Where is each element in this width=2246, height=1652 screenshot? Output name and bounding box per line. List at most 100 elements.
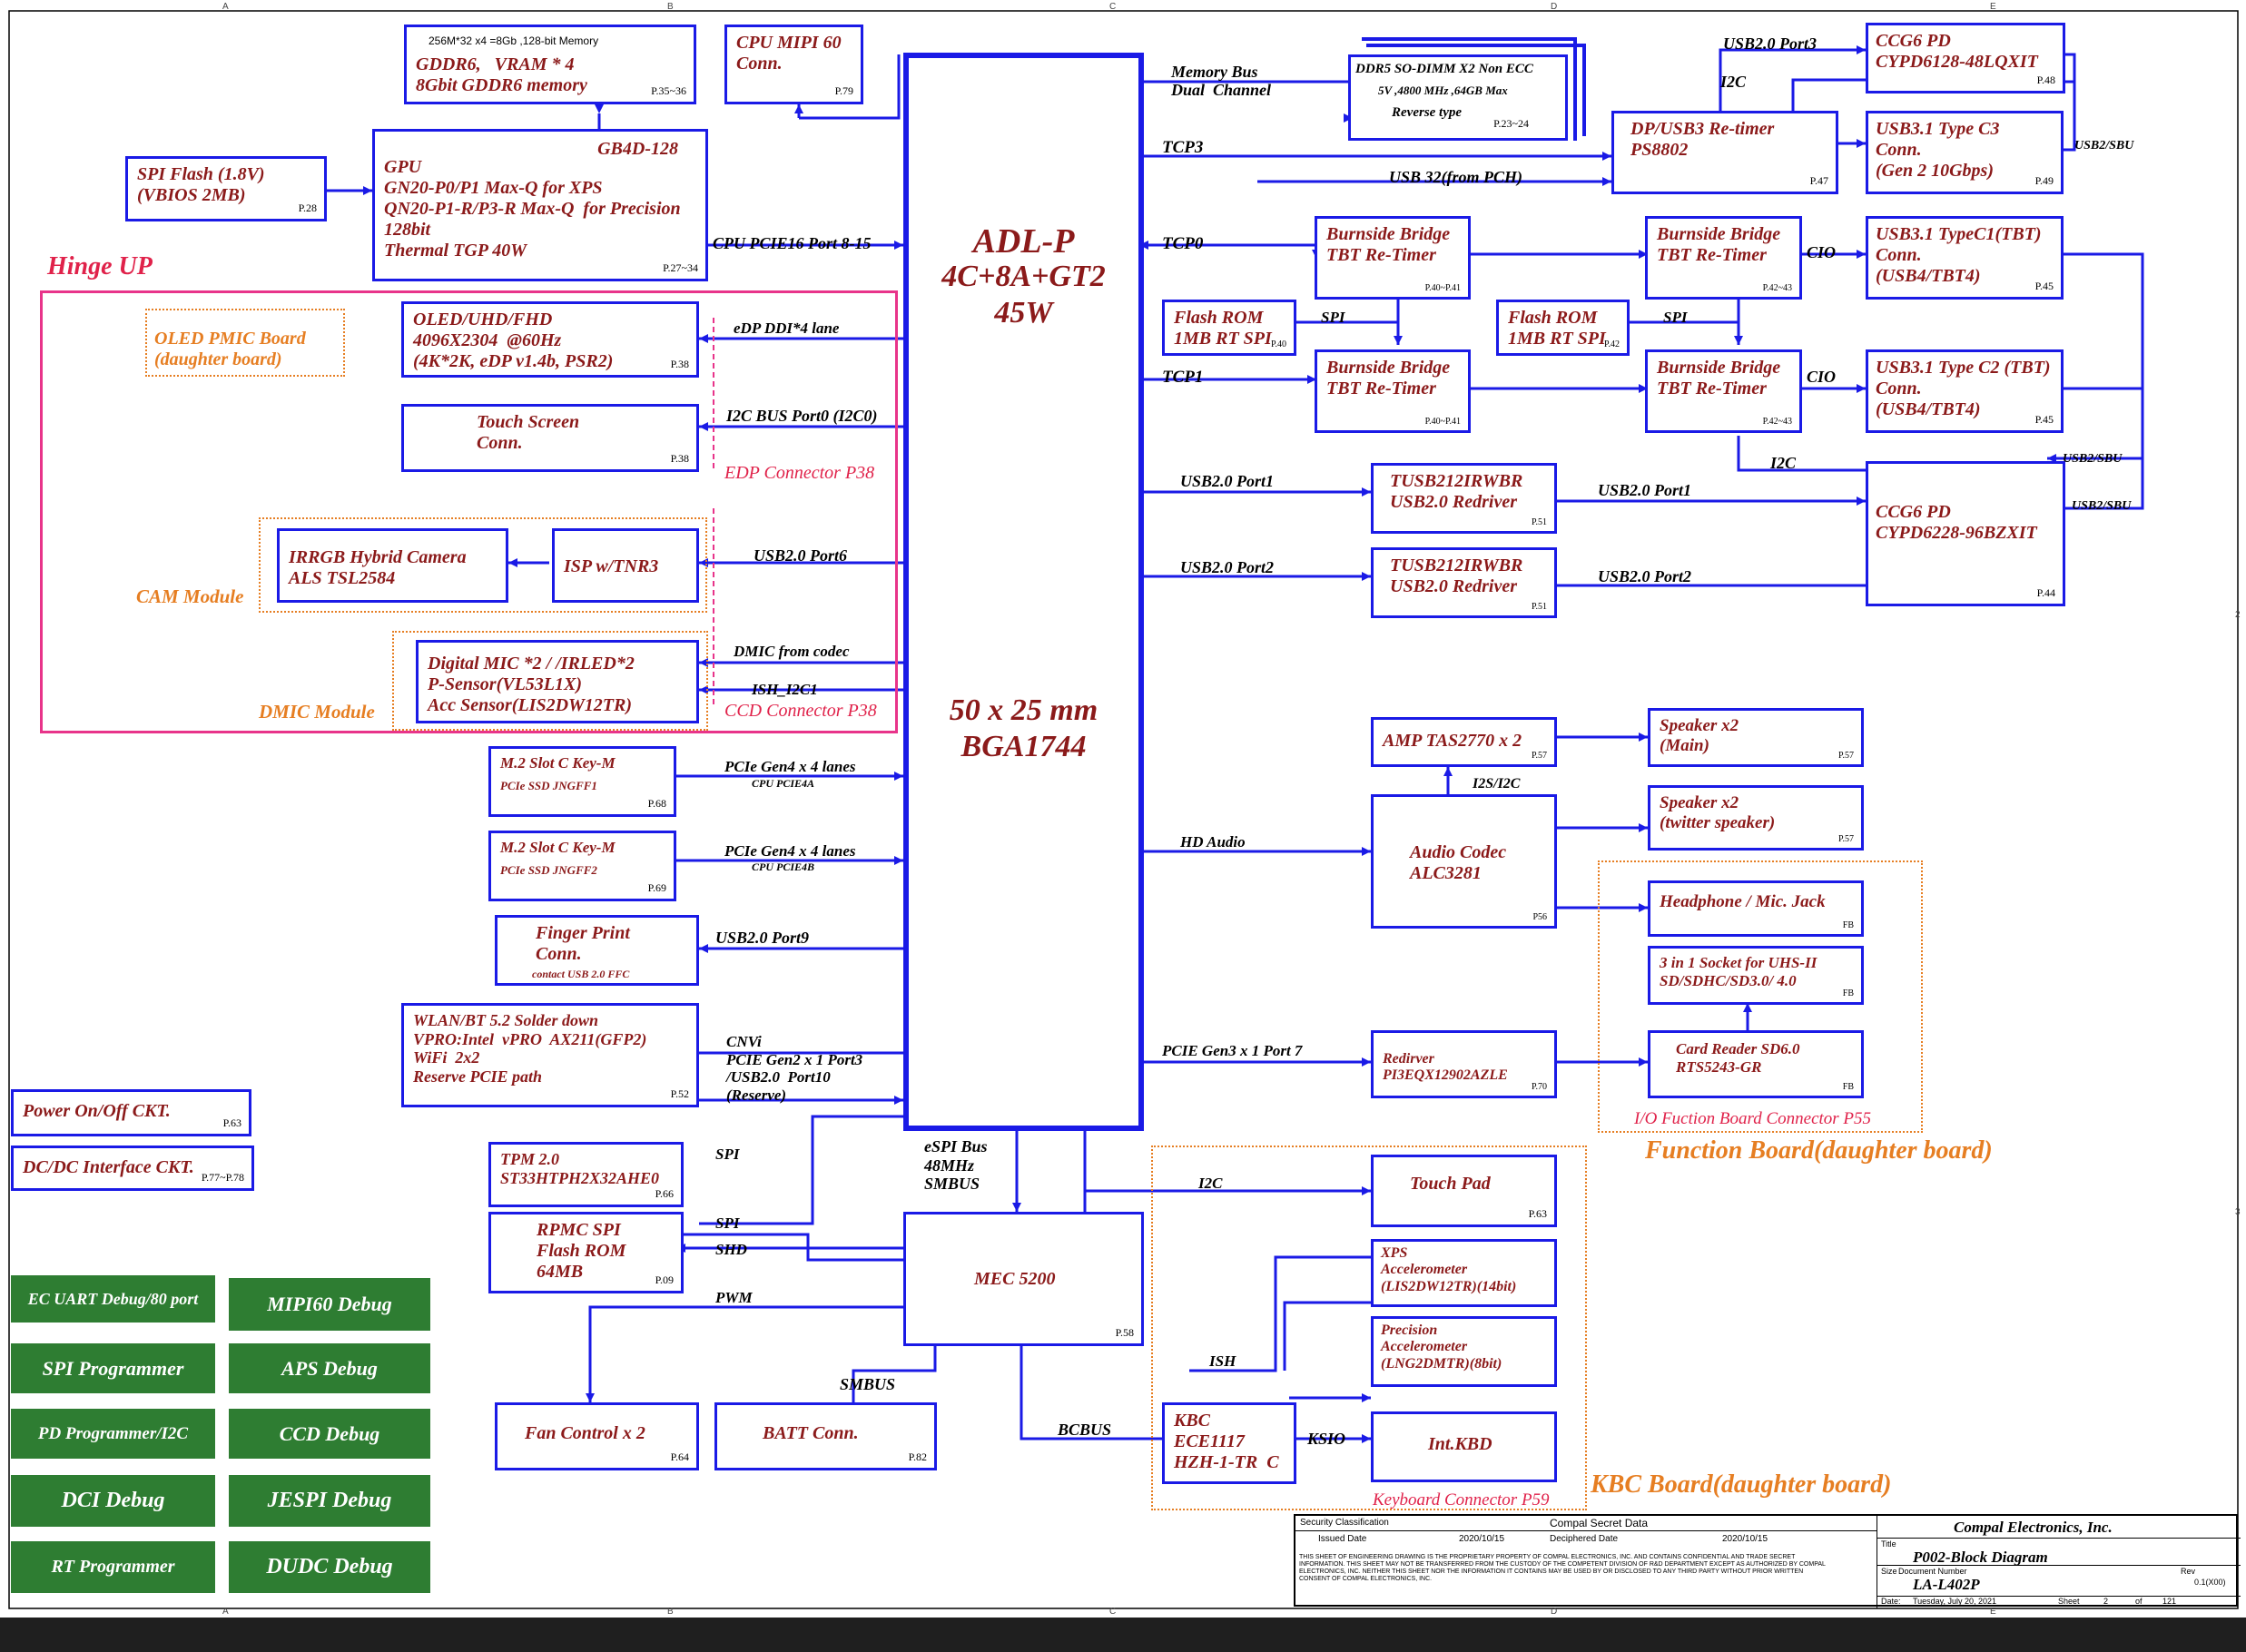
mipi-text: CPU MIPI 60 Conn.	[736, 33, 842, 74]
mipi60-debug-button[interactable]: MIPI60 Debug	[229, 1278, 430, 1331]
ish-i2c1-label: ISH_I2C1	[752, 681, 818, 698]
spi-flash-block[interactable]: SPI Flash (1.8V) (VBIOS 2MB)P.28	[125, 156, 327, 221]
usb2-port2-label: USB2.0 Port2	[1180, 558, 1275, 576]
usb-typec2-tbt-block[interactable]: USB3.1 Type C2 (TBT) Conn. (USB4/TBT4)P.…	[1866, 349, 2064, 433]
i2c-label-2: I2C	[1770, 454, 1797, 472]
page-ref: P.51	[1532, 516, 1547, 527]
ec-uart-debug-button[interactable]: EC UART Debug/80 port	[11, 1275, 215, 1323]
date-value: Tuesday, July 20, 2021	[1913, 1597, 1997, 1606]
usb2-port6-label: USB2.0 Port6	[754, 546, 848, 565]
i2c-touchpad-label: I2C	[1198, 1175, 1223, 1192]
kbc-block[interactable]: KBC ECE1117 HZH-1-TR C	[1162, 1402, 1296, 1484]
touch-screen-block[interactable]: Touch Screen Conn.P.38	[401, 404, 699, 472]
issued-value: 2020/10/15	[1459, 1534, 1505, 1544]
speaker-twitter-block[interactable]: Speaker x2 (twitter speaker) P.57	[1648, 785, 1864, 851]
jespi-debug-button[interactable]: JESPI Debug	[229, 1475, 430, 1527]
page-ref: FB	[1842, 988, 1854, 998]
wlan-bt-block[interactable]: WLAN/BT 5.2 Solder down VPRO:Intel vPRO …	[401, 1003, 699, 1107]
cpu-mipi-conn-block[interactable]: CPU MIPI 60 Conn.P.79	[724, 25, 863, 104]
aps-debug-button[interactable]: APS Debug	[229, 1343, 430, 1393]
tpm-text: TPM 2.0 ST33HTPH2X32AHE0	[500, 1150, 660, 1187]
security-value: Compal Secret Data	[1550, 1517, 1649, 1529]
digital-mic-block[interactable]: Digital MIC *2 / /IRLED*2 P-Sensor(VL53L…	[416, 640, 699, 723]
rev-value: 0.1(X00)	[2194, 1578, 2226, 1587]
spi-tpm-label: SPI	[715, 1146, 740, 1163]
dudc-debug-button[interactable]: DUDC Debug	[229, 1541, 430, 1593]
cnvi-label: CNVi PCIE Gen2 x 1 Port3 /USB2.0 Port10 …	[726, 1033, 863, 1104]
dcdc-interface-block[interactable]: DC/DC Interface CKT.P.77~P.78	[11, 1146, 254, 1191]
i2c-bus-label: I2C BUS Port0 (I2C0)	[726, 407, 878, 425]
usb-typec1-tbt-block[interactable]: USB3.1 TypeC1(TBT) Conn. (USB4/TBT4)P.45	[1866, 216, 2064, 300]
page-ref: P.57	[1838, 833, 1854, 844]
ruler-col-d-top: D	[1551, 2, 1558, 12]
isp-block[interactable]: ISP w/TNR3	[552, 528, 699, 603]
cpu-pcie4b-label: CPU PCIE4B	[752, 860, 815, 873]
ccd-debug-button[interactable]: CCD Debug	[229, 1409, 430, 1459]
usb-typec3-block[interactable]: USB3.1 Type C3 Conn. (Gen 2 10Gbps)P.49	[1866, 111, 2064, 194]
spi-programmer-button[interactable]: SPI Programmer	[11, 1343, 215, 1393]
ruler-col-d-bottom: D	[1551, 1607, 1558, 1617]
speaker-main-block[interactable]: Speaker x2 (Main)P.57	[1648, 708, 1864, 767]
finger-print-block[interactable]: Finger Print Conn.contact USB 2.0 FFC	[495, 915, 699, 986]
page-ref: P.77~P.78	[201, 1171, 244, 1185]
of-lbl: of	[2135, 1597, 2143, 1606]
oled-panel-block[interactable]: OLED/UHD/FHD 4096X2304 @60Hz (4K*2K, eDP…	[401, 301, 699, 378]
power-onoff-block[interactable]: Power On/Off CKT.P.63	[11, 1089, 251, 1136]
dci-debug-button[interactable]: DCI Debug	[11, 1475, 215, 1527]
codec-text: Audio Codec ALC3281	[1410, 842, 1507, 883]
cpu-block[interactable]: ADL-P 4C+8A+GT2 45W 50 x 25 mm BGA1744	[903, 53, 1144, 1131]
pd-programmer-button[interactable]: PD Programmer/I2C	[11, 1409, 215, 1459]
page-ref: P.57	[1838, 750, 1854, 761]
cpu-title: ADL-P	[972, 222, 1075, 261]
dmic-codec-label: DMIC from codec	[734, 643, 850, 660]
hinge-up-region	[40, 290, 898, 733]
batt-conn-block[interactable]: BATT Conn.P.82	[714, 1402, 937, 1470]
xps-accelerometer-block[interactable]: XPS Accelerometer (LIS2DW12TR)(14bit)	[1371, 1239, 1557, 1307]
page-ref: P.44	[2036, 586, 2055, 600]
bb4-text: Burnside Bridge TBT Re-Timer	[1657, 358, 1781, 398]
cam-module-label: CAM Module	[136, 585, 244, 607]
internal-keyboard-block[interactable]: Int.KBD	[1371, 1411, 1557, 1482]
hd-audio-label: HD Audio	[1180, 833, 1246, 851]
spk-tw-text: Speaker x2 (twitter speaker)	[1660, 793, 1776, 832]
date-lbl: Date:	[1881, 1597, 1901, 1606]
deciphered-label: Deciphered Date	[1550, 1534, 1619, 1544]
security-label: Security Classification	[1300, 1518, 1389, 1528]
wlan-text: WLAN/BT 5.2 Solder down VPRO:Intel vPRO …	[413, 1011, 647, 1087]
irrgb-camera-block[interactable]: IRRGB Hybrid Camera ALS TSL2584	[277, 528, 508, 603]
ruler-row-2: 2	[2235, 610, 2241, 620]
sd-socket-block[interactable]: 3 in 1 Socket for UHS-II SD/SDHC/SD3.0/ …	[1648, 946, 1864, 1005]
pcie-gen3-label: PCIE Gen3 x 1 Port 7	[1162, 1042, 1303, 1059]
precision-accelerometer-block[interactable]: Precision Accelerometer (LNG2DMTR)(8bit)	[1371, 1316, 1557, 1387]
tcp3-label: TCP3	[1162, 138, 1204, 157]
ruler-col-c-top: C	[1109, 2, 1117, 12]
page-ref: FB	[1842, 919, 1854, 930]
rt-programmer-button[interactable]: RT Programmer	[11, 1541, 215, 1593]
